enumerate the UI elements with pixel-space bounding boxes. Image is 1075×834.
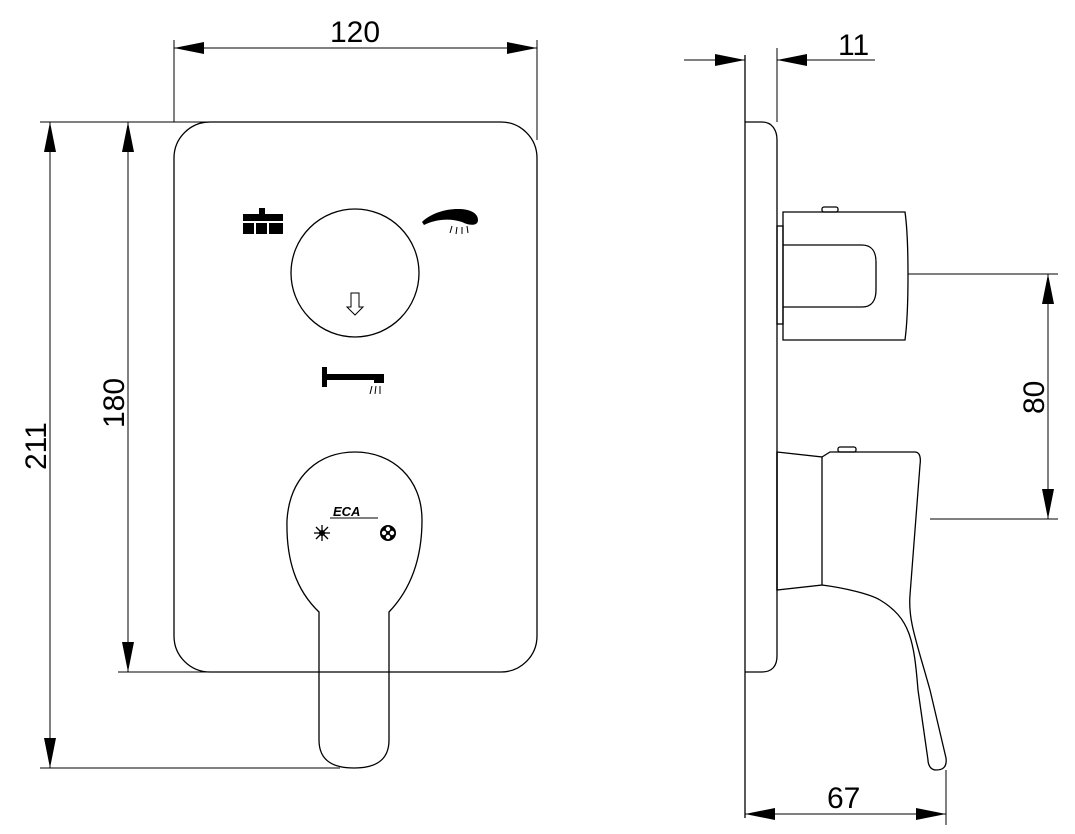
overhead-shower-icon bbox=[243, 208, 283, 234]
cold-icon bbox=[380, 525, 396, 541]
dim-side-depth: 67 bbox=[827, 782, 860, 815]
mixer-lever-handle bbox=[286, 451, 423, 769]
hand-shower-icon bbox=[422, 209, 478, 235]
hot-icon bbox=[314, 525, 330, 541]
side-view: 11 67 80 bbox=[684, 29, 1058, 825]
diverter-knob bbox=[290, 208, 420, 338]
dim-side-plate-thickness: 11 bbox=[838, 29, 869, 62]
side-diverter-knob bbox=[776, 206, 909, 341]
side-cover-plate bbox=[745, 121, 778, 673]
dim-front-plate-height: 180 bbox=[98, 378, 131, 428]
side-mixer-lever bbox=[776, 446, 947, 771]
brand-logo: ECA bbox=[333, 504, 360, 519]
dim-side-center-distance: 80 bbox=[1018, 381, 1051, 414]
dim-front-width: 120 bbox=[330, 16, 380, 49]
dim-front-total-height: 211 bbox=[20, 422, 53, 470]
front-view: ECA 120 211 bbox=[20, 16, 538, 769]
down-arrow-icon bbox=[345, 292, 365, 316]
bath-spout-icon bbox=[322, 367, 384, 395]
front-cover-plate bbox=[173, 121, 538, 673]
